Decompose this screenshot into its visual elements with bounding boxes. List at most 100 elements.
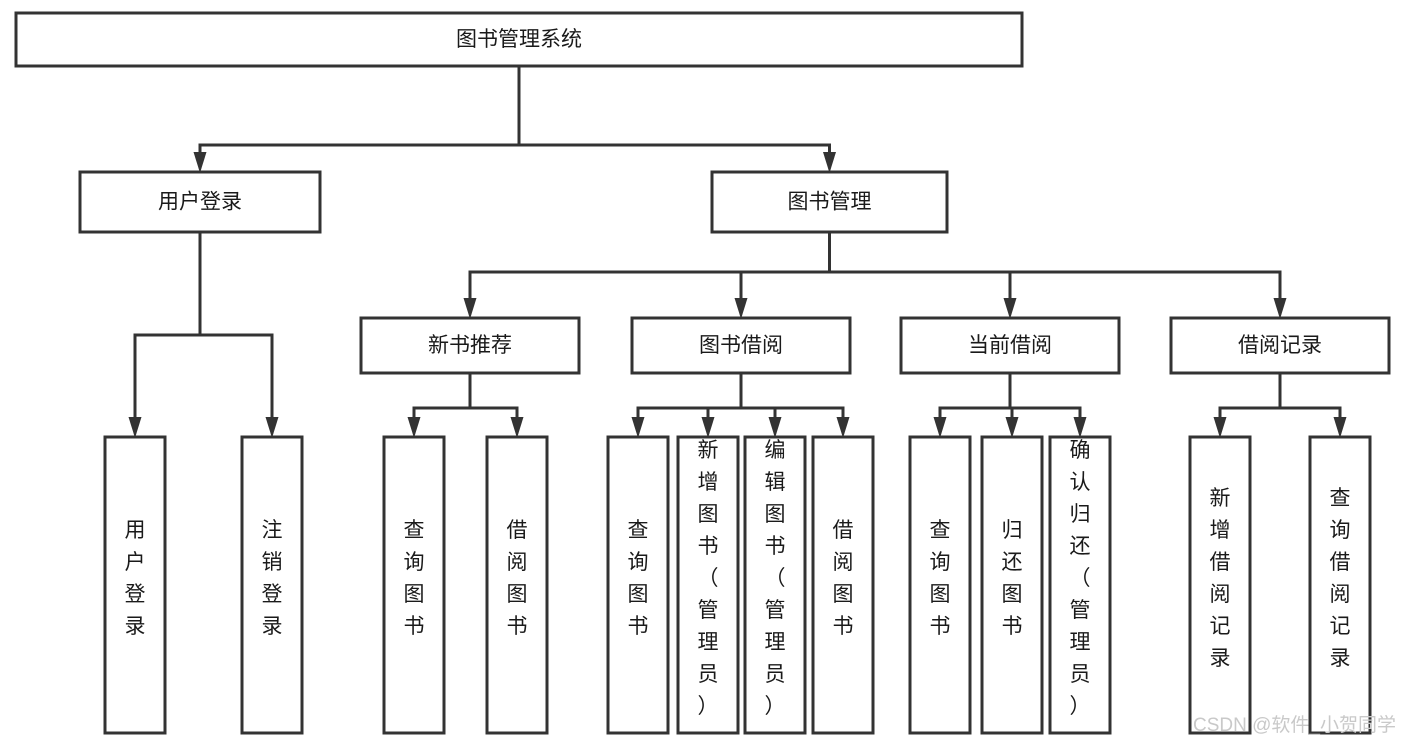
node-box-leaf-user-login — [103, 435, 167, 735]
arrow-head-icon — [631, 417, 645, 438]
node-leaf-query-book-current[interactable]: 查询图书 — [908, 435, 972, 735]
connector-new-book-recommend-to-leaf-query-book-recommend — [407, 373, 472, 438]
node-label-user-login: 用户登录 — [158, 191, 242, 214]
connector-line — [739, 232, 831, 300]
arrow-head-icon — [933, 417, 947, 438]
node-label-leaf-add-borrow-record: 新增借阅记录 — [1210, 487, 1231, 670]
connector-new-book-recommend-to-leaf-borrow-book-recommend — [468, 373, 524, 438]
connector-line — [468, 373, 519, 419]
node-box-root — [14, 11, 1024, 68]
node-box-leaf-logout — [240, 435, 304, 735]
node-label-leaf-confirm-return: 确认归还（管理员） — [1070, 439, 1091, 718]
node-box-leaf-borrow-book-recommend — [485, 435, 549, 735]
connector-line — [1218, 373, 1282, 419]
connector-book-management-to-new-book-recommend — [463, 232, 831, 319]
node-leaf-borrow-book[interactable]: 借阅图书 — [811, 435, 875, 735]
connector-line — [828, 232, 1282, 300]
node-box-leaf-query-book-current — [908, 435, 972, 735]
node-box-leaf-confirm-return — [1048, 435, 1112, 735]
arrow-head-icon — [1213, 417, 1227, 438]
node-box-leaf-edit-book — [743, 435, 807, 735]
node-leaf-query-book-recommend[interactable]: 查询图书 — [382, 435, 446, 735]
connector-layer — [128, 66, 1347, 438]
connector-line — [412, 373, 472, 419]
connector-root-to-book-management — [517, 66, 836, 173]
node-book-management[interactable]: 图书管理 — [710, 170, 949, 234]
connector-root-to-user-login — [193, 66, 521, 173]
node-label-leaf-query-borrow-record: 查询借阅记录 — [1330, 487, 1351, 670]
node-leaf-confirm-return[interactable]: 确认归还（管理员） — [1048, 435, 1112, 735]
node-user-login[interactable]: 用户登录 — [78, 170, 322, 234]
node-current-borrow[interactable]: 当前借阅 — [899, 316, 1121, 375]
arrow-head-icon — [193, 152, 207, 173]
arrow-head-icon — [768, 417, 782, 438]
node-leaf-return-book[interactable]: 归还图书 — [980, 435, 1044, 735]
connector-current-borrow-to-leaf-query-book-current — [933, 373, 1012, 438]
node-box-new-book-recommend — [359, 316, 581, 375]
csdn-watermark: CSDN @软件_小贺同学 — [1193, 714, 1396, 736]
node-box-book-management — [710, 170, 949, 234]
node-box-leaf-add-book — [676, 435, 740, 735]
arrow-head-icon — [1003, 298, 1017, 319]
connector-line — [517, 66, 831, 154]
node-label-leaf-logout: 注销登录 — [262, 519, 283, 638]
node-book-borrow[interactable]: 图书借阅 — [630, 316, 852, 375]
node-new-book-recommend[interactable]: 新书推荐 — [359, 316, 581, 375]
node-leaf-borrow-book-recommend[interactable]: 借阅图书 — [485, 435, 549, 735]
connector-line — [636, 373, 743, 419]
node-root[interactable]: 图书管理系统 — [14, 11, 1024, 68]
node-leaf-add-borrow-record[interactable]: 新增借阅记录 — [1188, 435, 1252, 735]
connector-user-login-to-leaf-user-login — [128, 232, 202, 438]
node-box-leaf-return-book — [980, 435, 1044, 735]
node-box-user-login — [78, 170, 322, 234]
connector-book-management-to-book-borrow — [734, 232, 831, 319]
node-box-leaf-borrow-book — [811, 435, 875, 735]
node-label-new-book-recommend: 新书推荐 — [428, 334, 512, 357]
node-box-leaf-add-borrow-record — [1188, 435, 1252, 735]
node-label-leaf-add-book: 新增图书（管理员） — [698, 439, 719, 718]
arrow-head-icon — [128, 417, 142, 438]
node-layer: 图书管理系统用户登录图书管理新书推荐图书借阅当前借阅借阅记录用户登录注销登录查询… — [14, 11, 1391, 735]
node-box-current-borrow — [899, 316, 1121, 375]
node-borrow-record[interactable]: 借阅记录 — [1169, 316, 1391, 375]
node-label-book-borrow: 图书借阅 — [699, 334, 783, 357]
connector-book-borrow-to-leaf-edit-book — [739, 373, 782, 438]
connector-book-borrow-to-leaf-query-book-borrow — [631, 373, 743, 438]
connector-line — [133, 232, 202, 419]
node-label-leaf-return-book: 归还图书 — [1002, 519, 1023, 638]
connector-user-login-to-leaf-logout — [198, 232, 279, 438]
connector-borrow-record-to-leaf-add-borrow-record — [1213, 373, 1282, 438]
node-label-leaf-query-book-borrow: 查询图书 — [628, 519, 649, 638]
arrow-head-icon — [734, 298, 748, 319]
node-leaf-query-borrow-record[interactable]: 查询借阅记录 — [1308, 435, 1372, 735]
node-leaf-logout[interactable]: 注销登录 — [240, 435, 304, 735]
arrow-head-icon — [1333, 417, 1347, 438]
connector-line — [828, 232, 1012, 300]
node-leaf-query-book-borrow[interactable]: 查询图书 — [606, 435, 670, 735]
node-leaf-edit-book[interactable]: 编辑图书（管理员） — [743, 435, 807, 735]
arrow-head-icon — [1273, 298, 1287, 319]
connector-book-borrow-to-leaf-borrow-book — [739, 373, 850, 438]
arrow-head-icon — [1005, 417, 1019, 438]
node-label-borrow-record: 借阅记录 — [1238, 334, 1322, 357]
connector-line — [938, 373, 1012, 419]
node-label-root: 图书管理系统 — [456, 28, 582, 51]
arrow-head-icon — [823, 152, 836, 173]
node-box-borrow-record — [1169, 316, 1391, 375]
node-label-leaf-query-book-current: 查询图书 — [930, 519, 951, 638]
node-box-leaf-query-borrow-record — [1308, 435, 1372, 735]
arrow-head-icon — [407, 417, 421, 438]
arrow-head-icon — [1073, 417, 1087, 438]
connector-line — [198, 232, 274, 419]
node-box-leaf-query-book-recommend — [382, 435, 446, 735]
node-box-book-borrow — [630, 316, 852, 375]
node-leaf-user-login[interactable]: 用户登录 — [103, 435, 167, 735]
connector-line — [1278, 373, 1342, 419]
connector-current-borrow-to-leaf-return-book — [1005, 373, 1019, 438]
connector-book-management-to-current-borrow — [828, 232, 1017, 319]
connector-line — [739, 373, 845, 419]
connector-book-management-to-borrow-record — [828, 232, 1287, 319]
node-leaf-add-book[interactable]: 新增图书（管理员） — [676, 435, 740, 735]
